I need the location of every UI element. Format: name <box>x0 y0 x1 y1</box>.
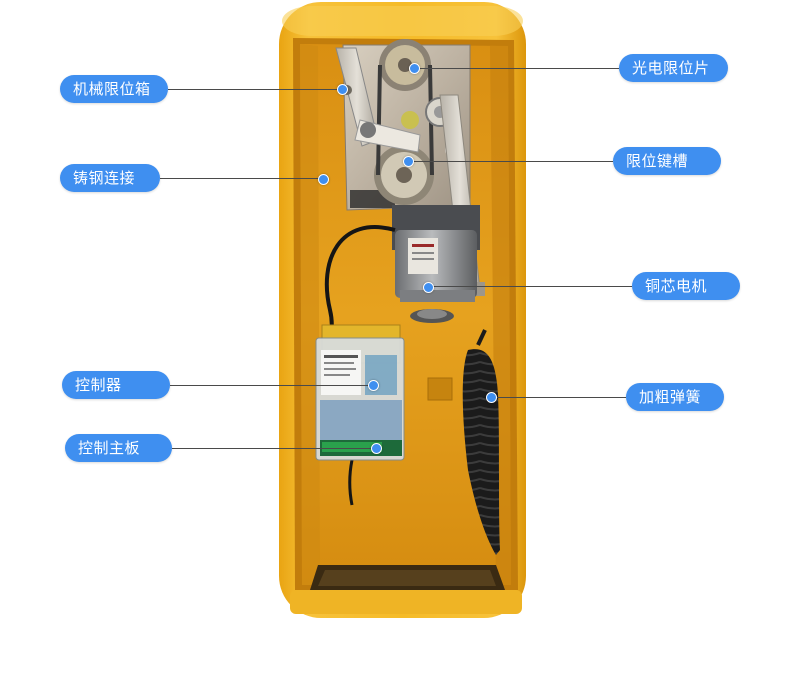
leader-controller <box>170 385 373 386</box>
callout-cast-steel-connection: 铸钢连接 <box>60 164 160 192</box>
leader-thickened-spring <box>490 397 626 398</box>
callout-control-mainboard: 控制主板 <box>65 434 172 462</box>
leader-limit-keyway <box>409 161 613 162</box>
dot-copper-core-motor <box>422 281 434 293</box>
callout-copper-core-motor: 铜芯电机 <box>632 272 740 300</box>
dot-photoelectric-limit-plate <box>408 62 420 74</box>
leader-mechanical-limit-box <box>168 89 341 90</box>
callout-mechanical-limit-box: 机械限位箱 <box>60 75 168 103</box>
callout-photoelectric-limit-plate: 光电限位片 <box>619 54 728 82</box>
dot-thickened-spring <box>485 391 497 403</box>
callout-controller: 控制器 <box>62 371 170 399</box>
dot-mechanical-limit-box <box>336 83 348 95</box>
leader-copper-core-motor <box>428 286 632 287</box>
dot-limit-keyway <box>402 155 414 167</box>
dot-controller <box>367 379 379 391</box>
leader-control-mainboard <box>172 448 376 449</box>
callout-thickened-spring: 加粗弹簧 <box>626 383 724 411</box>
callout-limit-keyway: 限位键槽 <box>613 147 721 175</box>
dot-control-mainboard <box>370 442 382 454</box>
leader-photoelectric-limit-plate <box>414 68 619 69</box>
leader-cast-steel-connection <box>160 178 322 179</box>
dot-cast-steel-connection <box>317 173 329 185</box>
